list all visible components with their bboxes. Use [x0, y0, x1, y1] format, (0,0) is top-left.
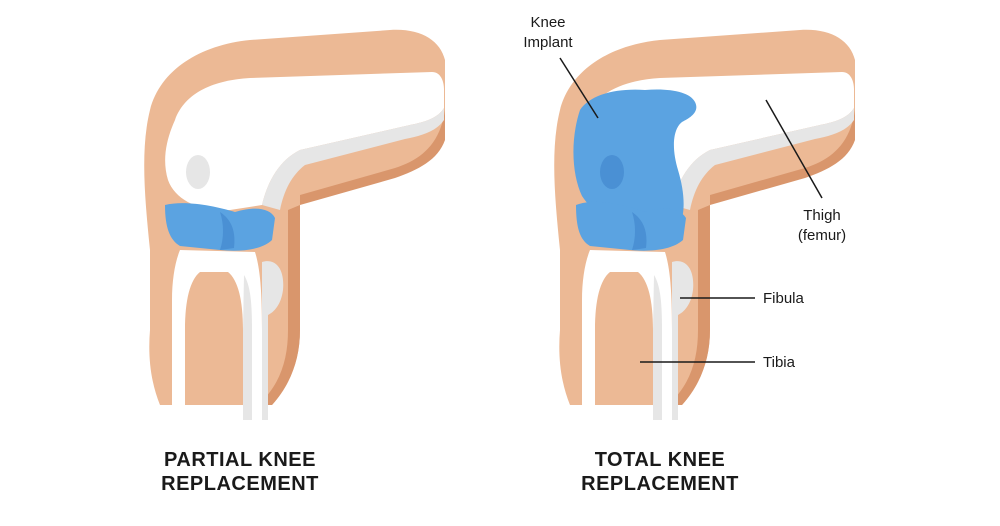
tibia-label: Tibia: [763, 354, 796, 371]
implant-label-line2: Implant: [523, 34, 573, 51]
total-implant-femoral: [573, 89, 697, 225]
thigh-label-line1: Thigh: [803, 207, 841, 224]
thigh-leader-line: [765, 99, 823, 199]
partial-knee-caption: PARTIAL KNEE REPLACEMENT: [140, 448, 340, 496]
implant-leader-line: [559, 57, 599, 119]
total-knee-illustration: [554, 29, 855, 420]
total-implant-tibial: [576, 201, 686, 251]
total-caption-line1: TOTAL KNEE: [594, 449, 726, 471]
thigh-label-line2: (femur): [798, 227, 846, 244]
total-caption-line2: REPLACEMENT: [581, 473, 739, 495]
partial-caption-line1: PARTIAL KNEE: [164, 449, 316, 471]
total-knee-caption: TOTAL KNEE REPLACEMENT: [560, 448, 760, 496]
partial-caption-line2: REPLACEMENT: [161, 473, 319, 495]
implant-label-line1: Knee: [530, 14, 565, 31]
partial-knee-illustration: [144, 29, 445, 420]
fibula-label: Fibula: [763, 290, 805, 307]
partial-implant: [165, 203, 275, 251]
